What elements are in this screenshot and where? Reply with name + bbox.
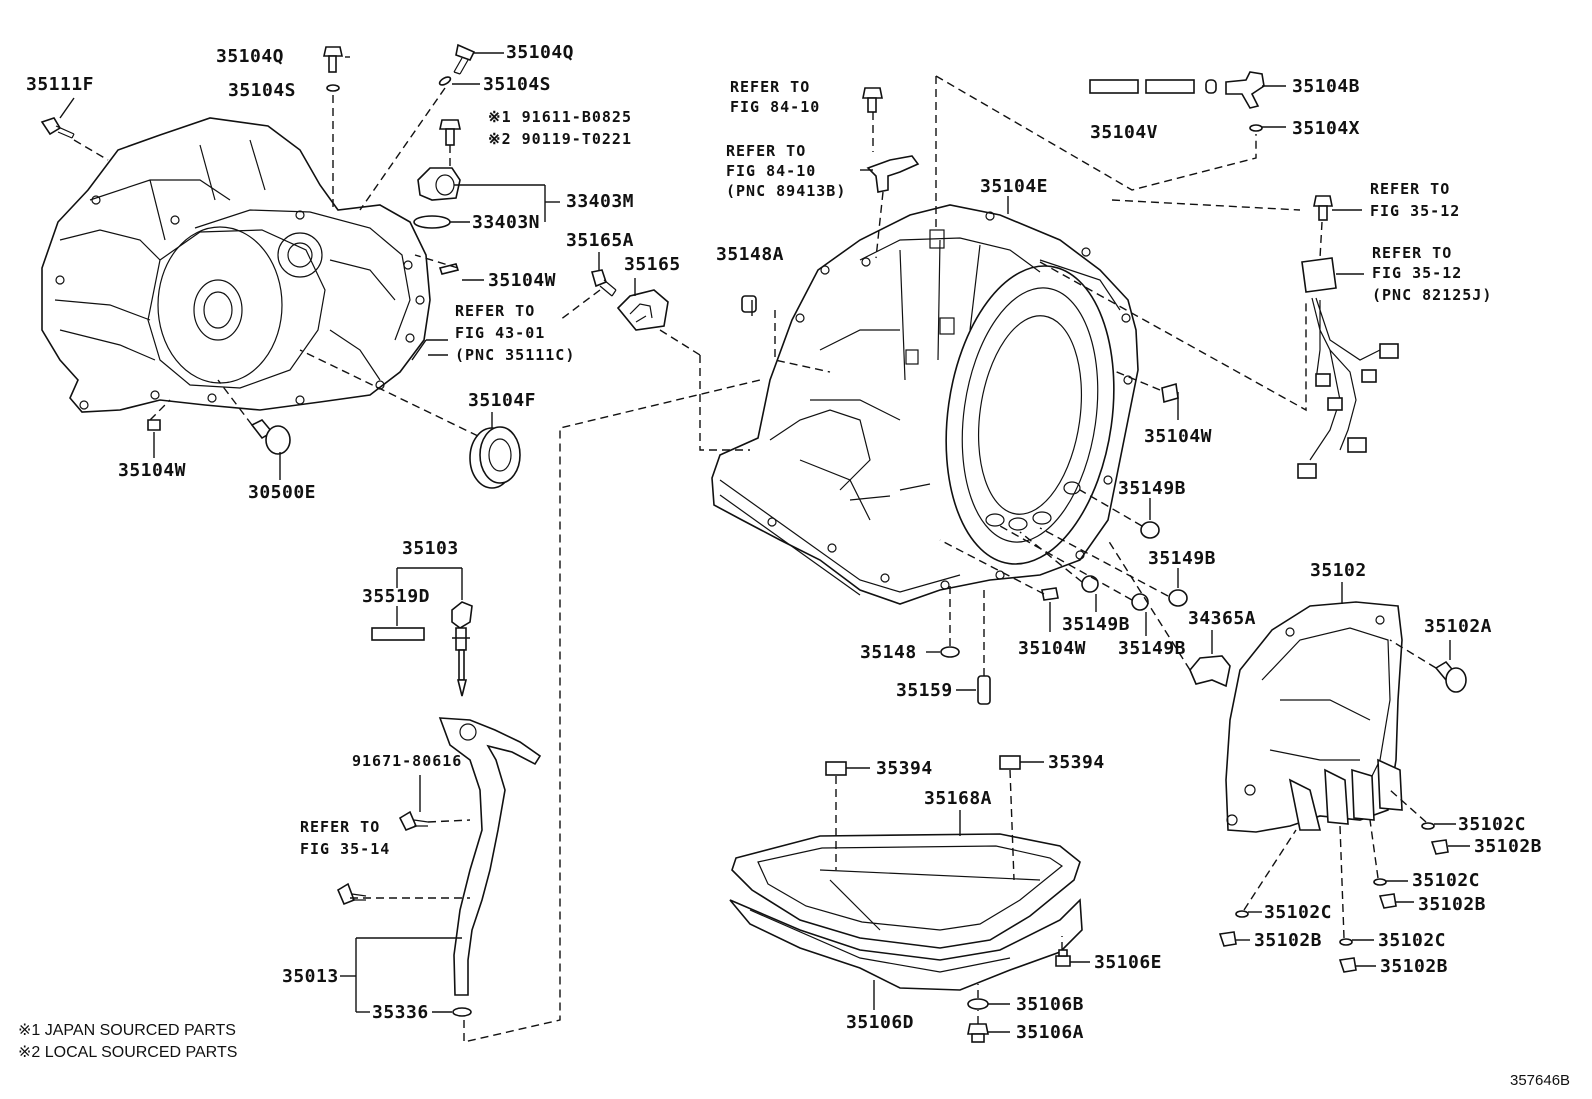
left-small-parts: [40, 43, 669, 489]
part-label-35111F[interactable]: 35111F: [26, 74, 95, 95]
footnote-japan-sourced: ※1 JAPAN SOURCED PARTS: [18, 1022, 236, 1039]
part-label-35104S-left[interactable]: 35104S: [228, 80, 297, 101]
part-label-35106D[interactable]: 35106D: [846, 1012, 915, 1033]
oil-pan-drawing: [729, 755, 1083, 1043]
part-label-35104W-left[interactable]: 35104W: [118, 460, 187, 481]
footnote-local-sourced: ※2 LOCAL SOURCED PARTS: [18, 1044, 238, 1061]
wiring-harness-drawing: [1297, 195, 1399, 479]
part-label-35102C-3[interactable]: 35102C: [1264, 902, 1333, 923]
part-label-35102B-3[interactable]: 35102B: [1254, 930, 1323, 951]
part-label-33403N[interactable]: 33403N: [472, 212, 541, 233]
part-label-35394-right[interactable]: 35394: [1048, 752, 1105, 773]
refer-fig-35-12-a-line2[interactable]: FIG 35-12: [1370, 202, 1461, 220]
refer-fig-84-10-b-line2[interactable]: FIG 84-10: [726, 162, 817, 180]
part-label-35104Q-left[interactable]: 35104Q: [216, 46, 285, 67]
part-label-35104V[interactable]: 35104V: [1090, 122, 1159, 143]
part-label-91611-B0825[interactable]: ※1 91611-B0825: [488, 108, 632, 126]
refer-fig-84-10-a-line2[interactable]: FIG 84-10: [730, 98, 821, 116]
part-label-35519D[interactable]: 35519D: [362, 586, 431, 607]
part-label-35149B-4[interactable]: 35149B: [1118, 638, 1187, 659]
dipstick-and-tube-drawing: [336, 601, 542, 1017]
refer-fig-43-01-line2[interactable]: FIG 43-01: [455, 324, 546, 342]
transaxle-case-drawing: [711, 204, 1139, 605]
part-label-35104W-lower[interactable]: 35104W: [1018, 638, 1087, 659]
part-label-35102C-2[interactable]: 35102C: [1412, 870, 1481, 891]
refer-fig-84-10-b-line3[interactable]: (PNC 89413B): [726, 182, 847, 200]
leader-lines: [59, 52, 1470, 1043]
part-label-35159[interactable]: 35159: [896, 680, 953, 701]
part-label-35104E[interactable]: 35104E: [980, 176, 1049, 197]
part-label-35336[interactable]: 35336: [372, 1002, 429, 1023]
refer-fig-35-14-line2[interactable]: FIG 35-14: [300, 840, 391, 858]
part-label-35102C-4[interactable]: 35102C: [1378, 930, 1447, 951]
refer-fig-35-12-b-line1[interactable]: REFER TO: [1372, 244, 1453, 262]
part-label-33403M[interactable]: 33403M: [566, 191, 635, 212]
part-label-35394-left[interactable]: 35394: [876, 758, 933, 779]
part-label-35149B-3[interactable]: 35149B: [1062, 614, 1131, 635]
part-label-34365A[interactable]: 34365A: [1188, 608, 1257, 629]
refer-fig-84-10-b-line1[interactable]: REFER TO: [726, 142, 807, 160]
part-label-35165A[interactable]: 35165A: [566, 230, 635, 251]
refer-fig-35-14-line1[interactable]: REFER TO: [300, 818, 381, 836]
part-label-90119-T0221[interactable]: ※2 90119-T0221: [488, 130, 632, 148]
part-label-35148[interactable]: 35148: [860, 642, 917, 663]
part-label-35102[interactable]: 35102: [1310, 560, 1367, 581]
part-label-35104X[interactable]: 35104X: [1292, 118, 1361, 139]
part-label-35104F[interactable]: 35104F: [468, 390, 537, 411]
part-label-35102B-1[interactable]: 35102B: [1474, 836, 1543, 857]
part-label-35104W-upper[interactable]: 35104W: [488, 270, 557, 291]
figure-code: 357646B: [1510, 1072, 1571, 1089]
part-label-35104Q-right[interactable]: 35104Q: [506, 42, 575, 63]
valve-body-cover-drawing: [1218, 601, 1467, 973]
part-label-35102B-4[interactable]: 35102B: [1380, 956, 1449, 977]
part-label-35149B-2[interactable]: 35149B: [1148, 548, 1217, 569]
center-small-parts: [741, 71, 1265, 705]
part-label-30500E[interactable]: 30500E: [248, 482, 317, 503]
part-label-35104B[interactable]: 35104B: [1292, 76, 1361, 97]
refer-fig-35-12-b-line3[interactable]: (PNC 82125J): [1372, 286, 1493, 304]
part-label-35102B-2[interactable]: 35102B: [1418, 894, 1487, 915]
part-label-35013[interactable]: 35013: [282, 966, 339, 987]
part-label-35168A[interactable]: 35168A: [924, 788, 993, 809]
refer-fig-43-01-line1[interactable]: REFER TO: [455, 302, 536, 320]
part-label-35103[interactable]: 35103: [402, 538, 459, 559]
part-label-35106E[interactable]: 35106E: [1094, 952, 1163, 973]
transaxle-housing-drawing: [41, 117, 431, 413]
part-label-35165[interactable]: 35165: [624, 254, 681, 275]
part-label-35102C-1[interactable]: 35102C: [1458, 814, 1527, 835]
part-label-35104W-right[interactable]: 35104W: [1144, 426, 1213, 447]
refer-fig-84-10-a-line1[interactable]: REFER TO: [730, 78, 811, 96]
refer-fig-35-12-a-line1[interactable]: REFER TO: [1370, 180, 1451, 198]
part-label-35106A[interactable]: 35106A: [1016, 1022, 1085, 1043]
part-label-35104S-right[interactable]: 35104S: [483, 74, 552, 95]
part-label-35148A[interactable]: 35148A: [716, 244, 785, 265]
refer-fig-35-12-b-line2[interactable]: FIG 35-12: [1372, 264, 1463, 282]
part-label-35102A[interactable]: 35102A: [1424, 616, 1493, 637]
part-label-91671-80616[interactable]: 91671-80616: [352, 752, 463, 770]
refer-fig-43-01-line3[interactable]: (PNC 35111C): [455, 346, 576, 364]
part-label-35106B[interactable]: 35106B: [1016, 994, 1085, 1015]
part-label-35149B-1[interactable]: 35149B: [1118, 478, 1187, 499]
